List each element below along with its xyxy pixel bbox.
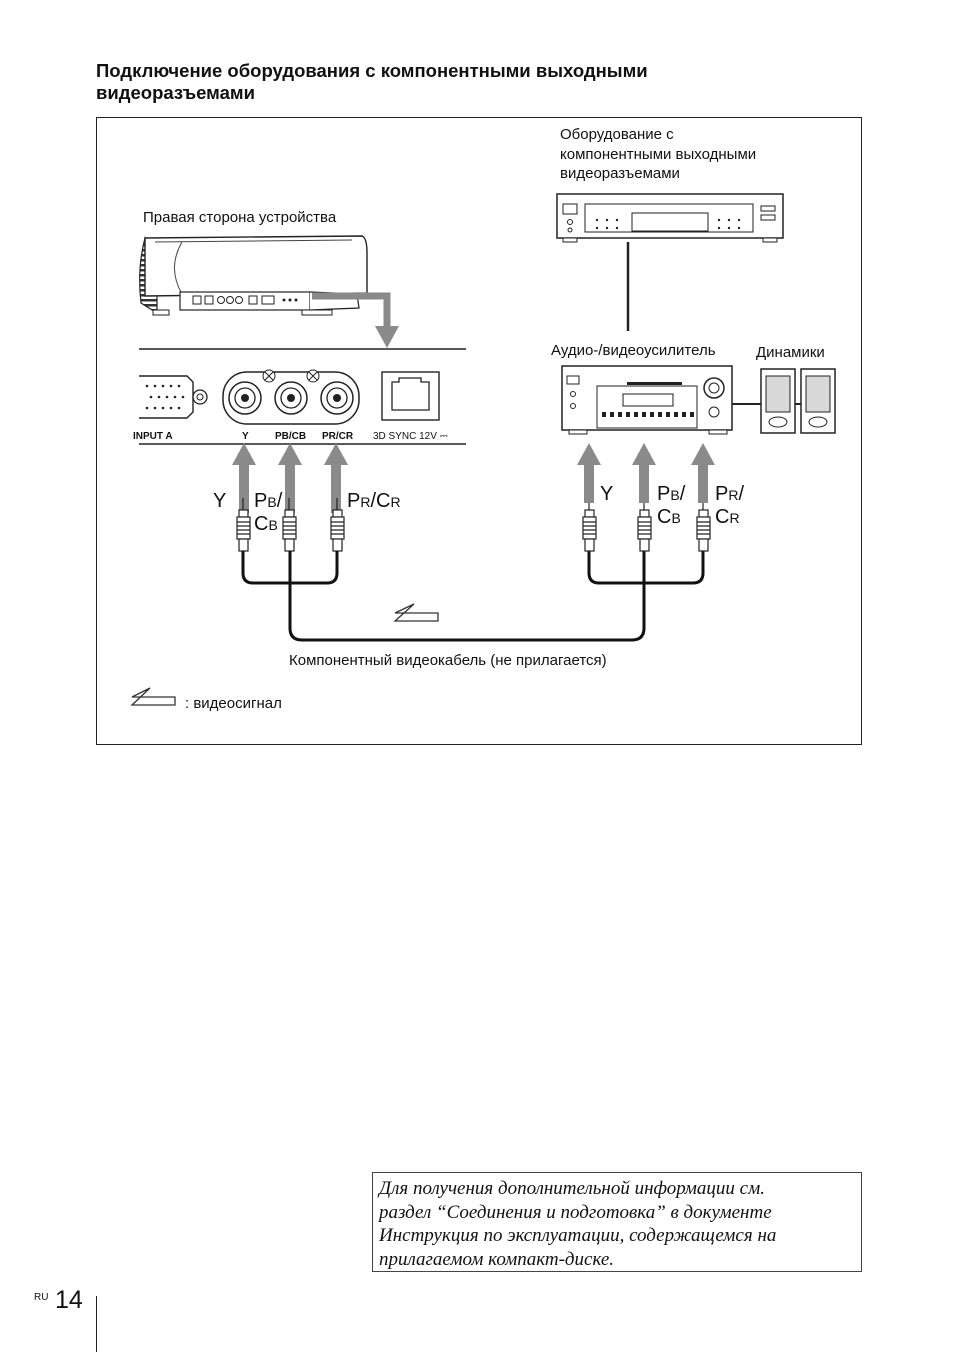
cable-label: Компонентный видеокабель (не прилагается… [289,652,607,669]
rca-plugs-left [236,498,345,552]
signal-arrows-left [232,443,348,513]
diagram-artwork [130,193,836,706]
legend-arrow-icon [130,687,176,706]
projector-side-label: Правая сторона устройства [143,209,337,226]
amplifier-label: Аудио-/видеоусилитель [551,342,716,359]
language-code: RU [34,1292,49,1303]
rca-plugs-right [582,498,711,552]
speakers-label: Динамики [756,344,825,361]
page-number: 14 [55,1286,83,1314]
connection-diagram: Правая сторона устройства Оборудование с… [96,117,862,745]
signal-label-pb-left: PB/CB [254,490,283,535]
signal-direction-arrow [393,603,439,622]
projector-illustration [139,235,368,316]
panel-callout-arrow [312,292,391,328]
info-note: Для получения дополнительной информации … [372,1172,862,1272]
source-device-illustration [556,193,784,331]
page-divider [96,1296,97,1352]
panel-label-3d-sync: 3D SYNC 12V ⎓ [373,431,448,442]
signal-label-pr-left: PR/CR [347,490,401,512]
panel-label-pr: PR/CR [322,431,354,442]
section-heading: Подключение оборудования с компонентными… [96,60,796,104]
heading-line-2: видеоразъемами [96,82,255,103]
panel-label-y: Y [242,431,249,442]
panel-label-pb: PB/CB [275,431,307,442]
legend-label: : видеосигнал [185,695,282,712]
av-amplifier-illustration [561,365,761,435]
connector-panel [139,348,466,445]
source-device-label: Оборудование с компонентными выходными в… [560,126,757,182]
signal-label-y-left: Y [213,490,227,512]
note-line-3: Инструкция по эксплуатации, содержащемся… [379,1225,777,1246]
component-video-cable [241,551,705,642]
signal-label-pb-right: PB/CB [657,483,686,528]
note-line-4: прилагаемом компакт-диске. [379,1248,615,1270]
signal-label-pr-right: PR/CR [715,483,745,528]
signal-arrows-right [577,443,715,503]
panel-label-input-a: INPUT A [133,431,173,442]
note-line-2: раздел “Соединения и подготовка” в докум… [379,1201,772,1223]
heading-line-1: Подключение оборудования с компонентными… [96,60,648,81]
signal-label-y-right: Y [600,483,614,505]
speakers-illustration [760,368,836,434]
note-line-1: Для получения дополнительной информации … [379,1178,765,1199]
